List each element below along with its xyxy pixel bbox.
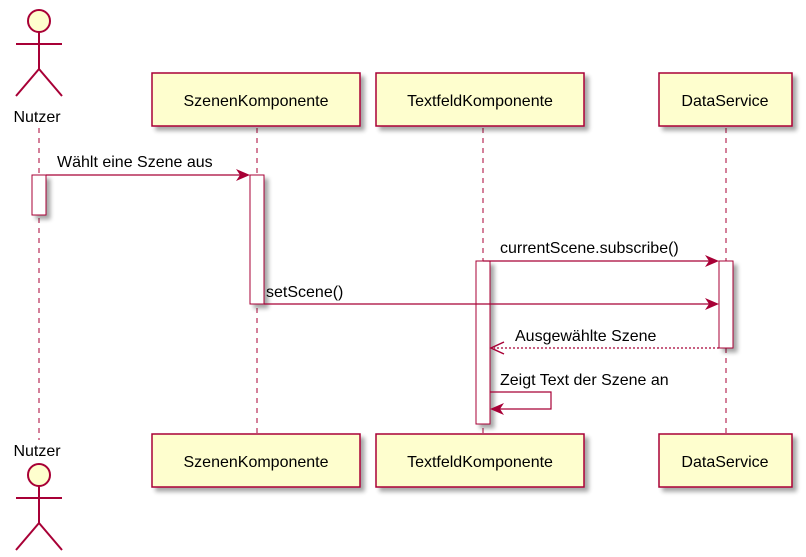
participant-boxes-top: SzenenKomponente TextfeldKomponente Data… — [151, 72, 793, 127]
participant-szenenkomponente-top: SzenenKomponente — [151, 72, 361, 127]
messages: Wählt eine Szene aus currentScene.subscr… — [46, 154, 719, 415]
participant-label: TextfeldKomponente — [407, 454, 553, 471]
actor-label-top: Nutzer — [13, 109, 61, 126]
participant-label: SzenenKomponente — [184, 93, 329, 110]
activation-nutzer — [31, 174, 47, 216]
message-label: Zeigt Text der Szene an — [500, 372, 669, 389]
actor-nutzer-bottom: Nutzer — [13, 443, 63, 551]
activation-textfeldkomponente — [475, 260, 491, 425]
message-ausgewaehlte-szene: Ausgewählte Szene — [489, 328, 719, 355]
activation-szenenkomponente — [249, 174, 265, 305]
arrowhead-icon — [489, 341, 505, 355]
arrowhead-icon — [236, 169, 250, 181]
message-label: Ausgewählte Szene — [515, 328, 657, 345]
message-label: currentScene.subscribe() — [500, 240, 679, 257]
message-label: setScene() — [266, 284, 343, 301]
participant-textfeldkomponente-top: TextfeldKomponente — [375, 72, 585, 127]
participant-label: TextfeldKomponente — [407, 93, 553, 110]
message-setscene: setScene() — [264, 284, 719, 310]
arrowhead-icon — [490, 403, 504, 415]
participant-label: SzenenKomponente — [184, 454, 329, 471]
participant-label: DataService — [681, 454, 768, 471]
stick-figure-icon — [15, 463, 63, 551]
participant-szenenkomponente-bottom: SzenenKomponente — [151, 433, 361, 488]
stick-figure-icon — [15, 9, 63, 97]
message-subscribe: currentScene.subscribe() — [483, 240, 719, 267]
message-zeigt-text: Zeigt Text der Szene an — [490, 372, 669, 415]
activation-dataservice — [718, 260, 734, 349]
participant-dataservice-bottom: DataService — [658, 433, 793, 488]
message-label: Wählt eine Szene aus — [57, 154, 213, 171]
actor-label-bottom: Nutzer — [13, 443, 61, 460]
arrowhead-icon — [705, 255, 719, 267]
actor-nutzer-top: Nutzer — [13, 9, 63, 126]
participant-textfeldkomponente-bottom: TextfeldKomponente — [375, 433, 585, 488]
message-waehlt-szene: Wählt eine Szene aus — [46, 154, 250, 181]
arrowhead-icon — [705, 298, 719, 310]
participant-boxes-bottom: SzenenKomponente TextfeldKomponente Data… — [151, 433, 793, 488]
participant-dataservice-top: DataService — [658, 72, 793, 127]
participant-label: DataService — [681, 93, 768, 110]
